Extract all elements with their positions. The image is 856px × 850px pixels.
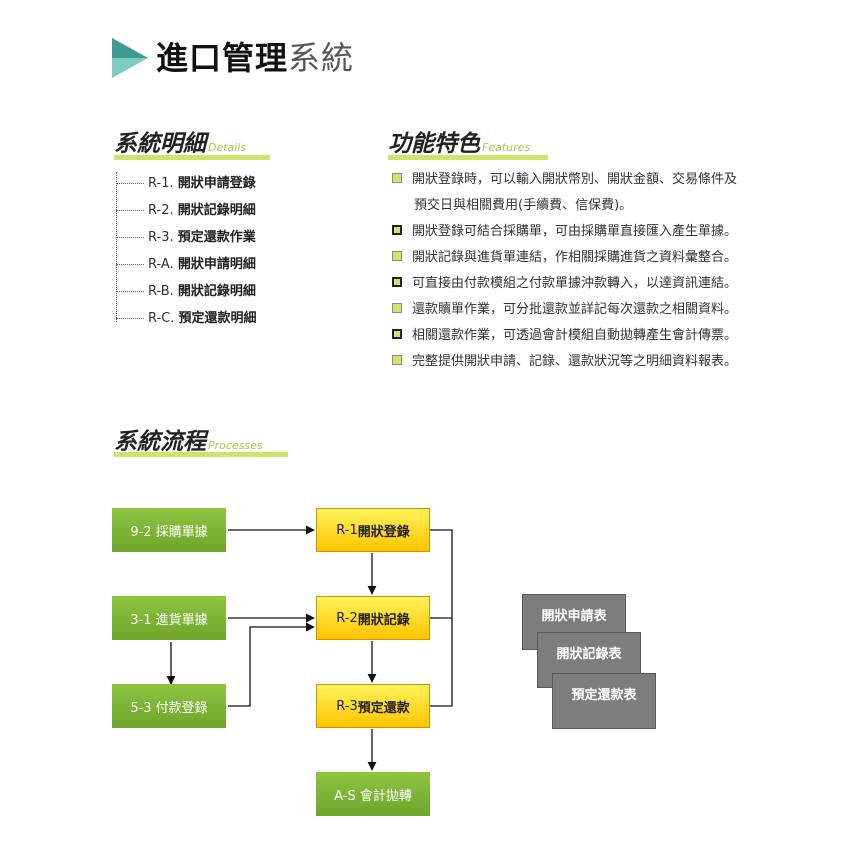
feature-item: 相關還款作業，可透過會計模組自動拋轉產生會計傳票。 <box>392 323 737 349</box>
details-item-r3: R-3. 預定還款作業 <box>116 224 256 251</box>
feature-item-continuation: 預交日與相關費用(手續費、信保費)。 <box>414 198 633 213</box>
features-heading-bar <box>388 155 548 160</box>
feature-item: 還款贖單作業，可分批還款並詳記每次還款之相關資料。 <box>392 297 737 323</box>
bullet-icon <box>392 225 402 235</box>
details-item-r1: R-1. 開狀申請登錄 <box>116 170 256 197</box>
report-repayment: 預定還款表 <box>552 673 656 729</box>
bullet-icon <box>392 173 402 183</box>
page-title-main: 進口管理 <box>156 39 289 77</box>
page-title: 進口管理系統 <box>156 38 354 78</box>
details-item-r2: R-2. 開狀記錄明細 <box>116 197 256 224</box>
flow-box-receiving-order: 3-1 進貨單據 <box>112 596 226 640</box>
feature-item: 完整提供開狀申請、記錄、還款狀況等之明細資料報表。 <box>392 349 737 375</box>
flow-box-purchase-order: 9-2 採購單據 <box>112 508 226 552</box>
feature-item: 開狀登錄時，可以輸入開狀幣別、開狀金額、交易條件及 <box>392 167 737 193</box>
details-heading-zh: 系統明細 <box>114 131 206 157</box>
flow-box-accounting-transfer: A-S 會計拋轉 <box>316 772 430 816</box>
details-heading-bar <box>114 155 270 160</box>
feature-item: 開狀記錄與進貨單連結，作相關採購進貨之資料彙整合。 <box>392 245 737 271</box>
bracket-r1-r3 <box>430 529 453 707</box>
processes-heading-en: Processes <box>208 439 263 452</box>
details-item-rb: R-B. 開狀記錄明細 <box>116 278 256 305</box>
title-arrow-icon <box>112 38 148 78</box>
bullet-icon <box>392 355 402 365</box>
features-heading-zh: 功能特色 <box>388 131 480 157</box>
arrow-53-to-r2 <box>228 622 315 707</box>
bullet-icon <box>392 329 402 339</box>
details-item-rc: R-C. 預定還款明細 <box>116 305 257 332</box>
processes-heading-bar <box>114 452 288 457</box>
page-title-suffix: 系統 <box>288 39 355 77</box>
processes-heading-zh: 系統流程 <box>114 429 206 455</box>
feature-item: 可直接由付款模組之付款單據沖款轉入，以達資訊連結。 <box>392 271 737 297</box>
features-heading-en: Features <box>482 141 531 154</box>
details-item-ra: R-A. 開狀申請明細 <box>116 251 256 278</box>
details-tree-line <box>116 172 117 322</box>
flow-box-payment-entry: 5-3 付款登錄 <box>112 684 226 728</box>
bullet-icon <box>392 277 402 287</box>
bullet-icon <box>392 251 402 261</box>
bullet-icon <box>392 303 402 313</box>
details-heading-en: Details <box>208 141 247 154</box>
feature-item: 開狀登錄可結合採購單，可由採購單直接匯入產生單據。 <box>392 219 737 245</box>
